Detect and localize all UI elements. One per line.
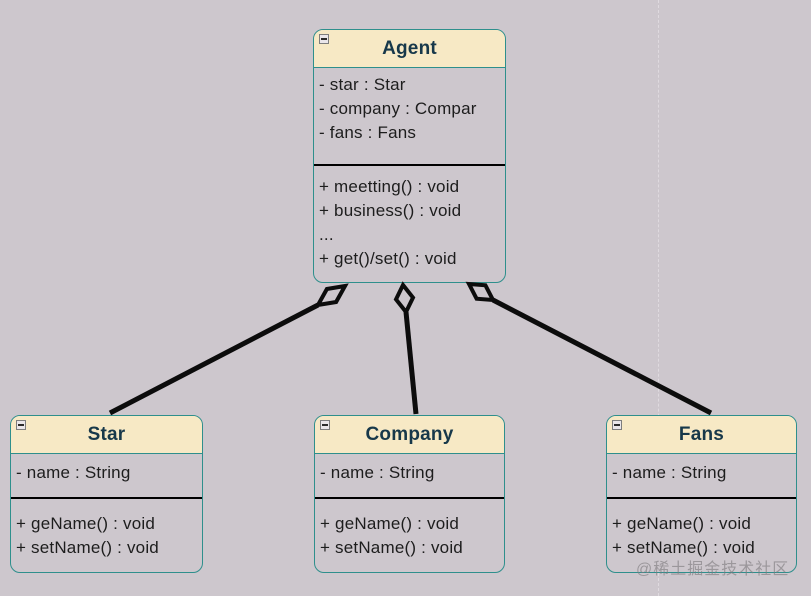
minus-glyph — [321, 38, 327, 40]
class-star-methods: + geName() : void + setName() : void — [11, 497, 202, 560]
collapse-icon[interactable] — [319, 34, 329, 44]
page-boundary-guide — [658, 0, 659, 596]
method-row: + business() : void — [319, 201, 462, 220]
class-company[interactable]: Company - name : String + geName() : voi… — [314, 415, 505, 573]
collapse-icon[interactable] — [16, 420, 26, 430]
attribute-row: - fans : Fans — [319, 123, 417, 142]
class-company-header: Company — [315, 416, 504, 454]
class-fans[interactable]: Fans - name : String + geName() : void +… — [606, 415, 797, 573]
class-agent-title: Agent — [382, 37, 437, 59]
class-company-attributes: - name : String — [315, 454, 504, 497]
attribute-row: - name : String — [16, 463, 131, 482]
class-fans-header: Fans — [607, 416, 796, 454]
aggregation-connector-agent-fans[interactable] — [465, 281, 713, 416]
attribute-row: - star : Star — [319, 75, 406, 94]
minus-glyph — [322, 424, 328, 426]
aggregation-diamond-company[interactable] — [393, 281, 416, 316]
collapse-icon[interactable] — [612, 420, 622, 430]
minus-glyph — [18, 424, 24, 426]
method-row: + get()/set() : void — [319, 249, 457, 268]
class-star-title: Star — [87, 423, 126, 445]
method-row: + geName() : void — [320, 514, 459, 533]
aggregation-diamond-fans[interactable] — [465, 281, 497, 303]
class-star-header: Star — [11, 416, 202, 454]
method-row: + geName() : void — [16, 514, 155, 533]
class-company-methods: + geName() : void + setName() : void — [315, 497, 504, 560]
class-star-attributes: - name : String — [11, 454, 202, 497]
class-agent[interactable]: Agent - star : Star - company : Compar -… — [313, 29, 506, 283]
attribute-row: - company : Compar — [319, 99, 477, 118]
method-row: + geName() : void — [612, 514, 751, 533]
watermark: @稀土掘金技术社区 — [636, 561, 790, 578]
aggregation-connector-agent-company[interactable] — [393, 281, 419, 415]
class-fans-title: Fans — [678, 423, 725, 445]
method-row: + setName() : void — [16, 538, 159, 557]
minus-glyph — [614, 424, 620, 426]
class-fans-attributes: - name : String — [607, 454, 796, 497]
class-star[interactable]: Star - name : String + geName() : void +… — [10, 415, 203, 573]
attribute-row: - name : String — [320, 463, 435, 482]
class-agent-header: Agent — [314, 30, 505, 68]
attribute-row: - name : String — [612, 463, 727, 482]
class-agent-methods: + meetting() : void + business() : void … — [314, 164, 505, 271]
collapse-icon[interactable] — [320, 420, 330, 430]
method-row: + setName() : void — [612, 538, 755, 557]
method-row: + meetting() : void — [319, 177, 460, 196]
class-agent-attributes: - star : Star - company : Compar - fans … — [314, 68, 505, 164]
class-fans-methods: + geName() : void + setName() : void — [607, 497, 796, 560]
method-row: + setName() : void — [320, 538, 463, 557]
aggregation-connector-agent-star[interactable] — [108, 283, 349, 416]
aggregation-diamond-star[interactable] — [314, 283, 349, 308]
method-row: ... — [319, 225, 334, 244]
class-company-title: Company — [365, 423, 454, 445]
